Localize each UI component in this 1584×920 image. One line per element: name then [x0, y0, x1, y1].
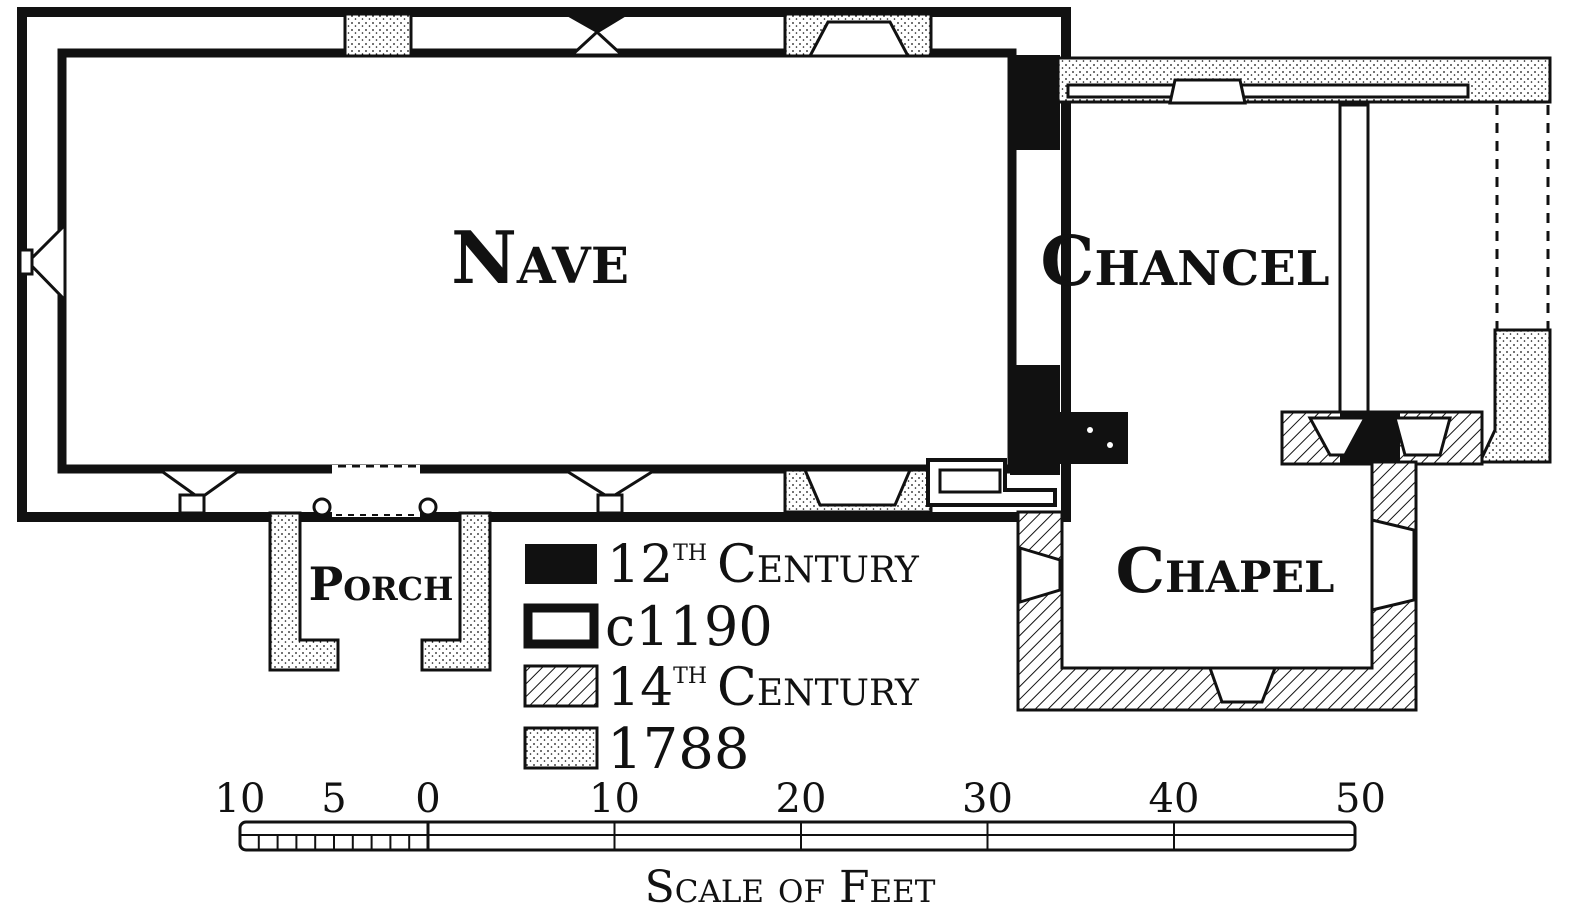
scale-tick-label: 50 [1335, 776, 1386, 822]
scale-title: Scale of Feet [645, 862, 936, 913]
porch-walls [268, 497, 492, 672]
nave-north-openings [343, 12, 933, 58]
scale-tick-label: 20 [776, 776, 827, 822]
legend-label-c1190: c1190 [605, 595, 773, 658]
room-label-porch: Porch [309, 557, 454, 611]
scale-tick-label: 40 [1149, 776, 1200, 822]
scale-tick-label: 10 [215, 776, 266, 822]
legend-label-1788: 1788 [607, 717, 750, 782]
legend-swatch-14th-century [523, 664, 599, 708]
room-label-chancel: Chancel [1040, 222, 1329, 302]
nave-south-openings [155, 464, 933, 517]
nave-west-window [18, 221, 67, 304]
legend-swatch-c1190 [523, 603, 599, 649]
scale-tick-label: 30 [962, 776, 1013, 822]
scale-tick-label: 5 [321, 776, 346, 822]
legend-swatch-12th-century [525, 544, 597, 584]
legend-swatch-1788 [523, 726, 599, 770]
scale-tick-label: 10 [589, 776, 640, 822]
scale-tick-label: 0 [415, 776, 440, 822]
chancel-arch [1010, 55, 1128, 475]
chapel-walls [1016, 460, 1418, 712]
room-label-chapel: Chapel [1116, 534, 1335, 607]
room-label-nave: Nave [451, 215, 629, 300]
chancel-walls [926, 56, 1552, 507]
